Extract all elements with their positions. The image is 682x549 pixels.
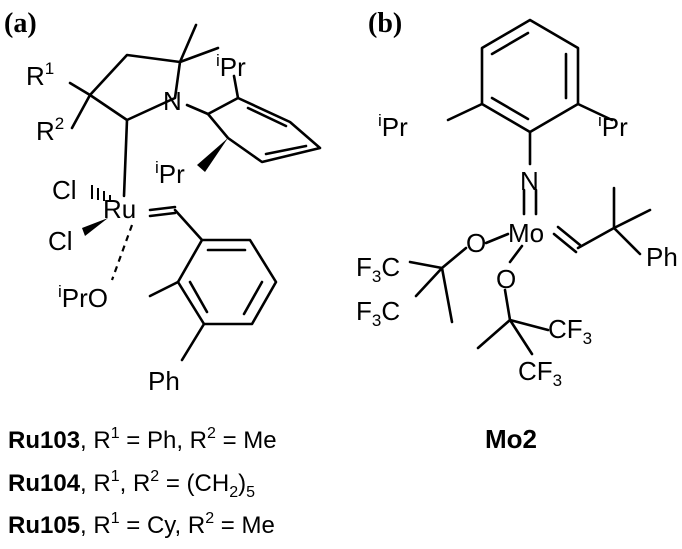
ipr-top-bond [232, 74, 240, 100]
o1-atom-label: O [466, 228, 486, 258]
panel-b-tag: (b) [368, 8, 402, 39]
ru-cl-lower-wedge [82, 218, 108, 236]
mo-atom-label: Mo [508, 218, 544, 248]
alkoxide2-bonds [476, 288, 550, 356]
imido-aryl-inner-1 [490, 31, 530, 56]
ipr-bottom-label: iPr [155, 158, 185, 189]
alkylidene-aryl-bond [173, 208, 204, 242]
ipro-label: iPrO [58, 282, 108, 313]
n-aryl-inner-double-2 [264, 144, 308, 156]
panel-b: (b) iPr iPr N Mo O O F3C F3C CF3 CF3 Ph [356, 8, 678, 454]
panel-a: (a) [4, 8, 322, 539]
r-substituent-bonds [68, 81, 92, 130]
ru-o-coordination [110, 224, 134, 281]
caption-ru105: Ru105, R1 = Cy, R2 = Me [8, 510, 275, 539]
ph-label: Ph [148, 366, 180, 396]
n-mo-double-bond [522, 188, 538, 216]
mo-o1-bond [484, 232, 510, 245]
cl-lower-label: Cl [48, 226, 73, 256]
ph-bond [180, 322, 206, 362]
ring-bonds [88, 53, 182, 122]
caption-ru104: Ru104, R1, R2 = (CH2)5 [8, 468, 255, 501]
panel-a-tag: (a) [4, 8, 37, 39]
ipr-left-label: iPr [378, 111, 408, 142]
f3c-upper-label: F3C [356, 252, 400, 286]
ru-cl-upper-hash [91, 185, 111, 201]
n-aryl-ring [206, 96, 322, 164]
benzylidene-inner-2 [242, 280, 264, 316]
benzylidene-inner-3 [188, 280, 209, 314]
caption-ru103: Ru103, R1 = Ph, R2 = Me [8, 425, 277, 454]
caption-mo2: Mo2 [485, 424, 537, 454]
f3c-lower-label: F3C [356, 296, 400, 330]
ipr-bottom-wedge [197, 138, 228, 172]
imido-aryl-ring [480, 18, 580, 134]
ru-atom-label: Ru [103, 194, 136, 224]
imido-aryl-inner-3 [490, 96, 530, 121]
cf3-upper-label: CF3 [548, 314, 592, 348]
carbene-ru-bond [122, 118, 129, 198]
ph-label: Ph [646, 242, 678, 272]
r1-label: R1 [26, 59, 54, 91]
n-atom-label: N [163, 86, 182, 116]
o2-atom-label: O [496, 264, 516, 294]
ru-alkylidene-double-bond [148, 205, 177, 218]
cf3-lower-label: CF3 [518, 356, 562, 390]
n-aryl-bond [185, 103, 210, 116]
o-aryl-bond [148, 280, 180, 298]
ipr-right-bond [576, 102, 614, 122]
cl-upper-label: Cl [52, 175, 77, 205]
mo-alkylidene-double-bond [552, 225, 582, 254]
ipr-top-label: iPr [216, 51, 246, 82]
n-atom-label: N [520, 166, 539, 196]
n-aryl-inner-double [246, 106, 288, 128]
alkylidene-chain [576, 186, 652, 256]
mo-o2-bond [508, 244, 524, 264]
ipr-right-label: iPr [598, 111, 628, 142]
gem-dimethyl-bonds [178, 23, 220, 64]
r2-label: R2 [36, 114, 64, 146]
ipr-left-bond [446, 102, 484, 122]
alkoxide1-bonds [408, 246, 468, 324]
